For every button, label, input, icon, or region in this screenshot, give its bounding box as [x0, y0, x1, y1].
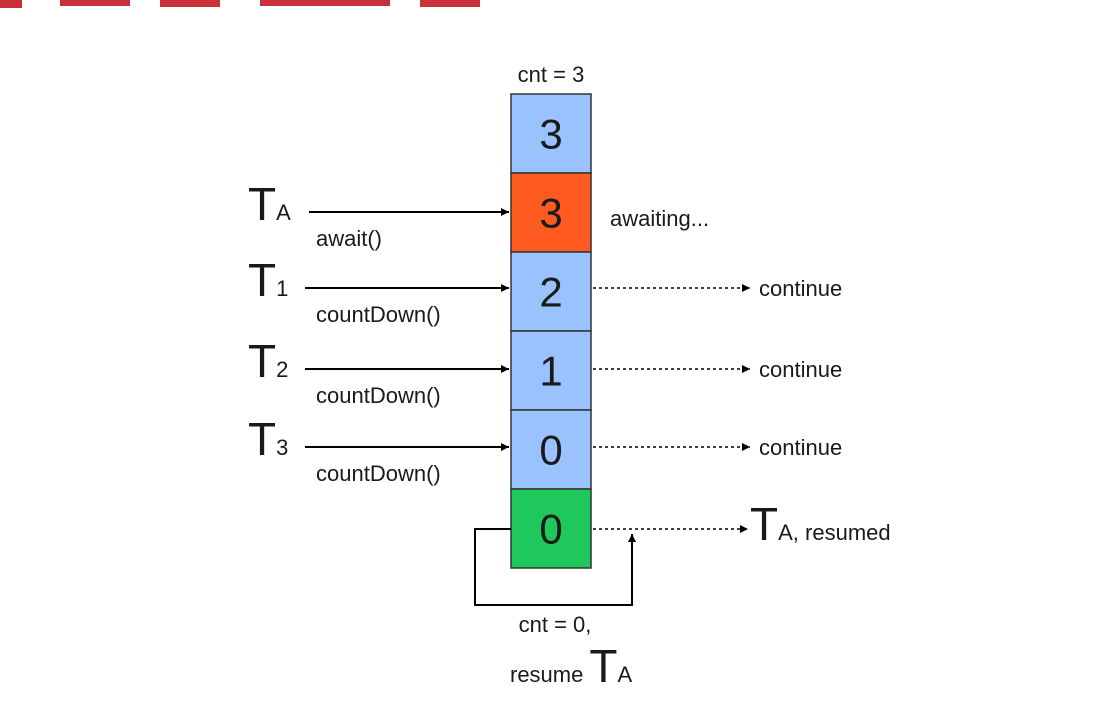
thread-label: T1: [248, 254, 288, 306]
thread-rows: TAawait()awaiting...T1countDown()continu…: [248, 178, 842, 486]
counter-cell: 0: [510, 488, 592, 569]
counter-cell: 1: [510, 330, 592, 411]
thread-label: T2: [248, 335, 288, 387]
thread-name: T: [248, 178, 276, 230]
thread-subscript: 3: [276, 435, 288, 460]
method-call-label: countDown(): [316, 461, 441, 486]
counter-cell: 3: [510, 172, 592, 253]
counter-cell-value: 1: [539, 348, 562, 395]
counter-cell: 0: [510, 409, 592, 490]
thread-name: T: [248, 413, 276, 465]
counter-cell-value: 2: [539, 269, 562, 316]
counter-cell-box: [510, 330, 592, 411]
method-call-label: countDown(): [316, 302, 441, 327]
continue-label: continue: [759, 276, 842, 301]
resume-loop-line: [474, 528, 636, 606]
resumed-thread-name: T: [750, 498, 778, 550]
method-call-label: await(): [316, 226, 382, 251]
counter-cell: 3: [510, 93, 592, 174]
thread-subscript: 2: [276, 357, 288, 382]
counter-cell-box: [510, 172, 592, 253]
continue-label: continue: [759, 357, 842, 382]
thread-subscript: 1: [276, 276, 288, 301]
loop-note-resume: resume: [510, 662, 583, 687]
loop-note-thread-name: T: [589, 640, 617, 692]
loop-note-line1: cnt = 0,: [519, 612, 592, 637]
thread-row: T3 countDown() continue: [248, 413, 842, 486]
thread-name: T: [248, 254, 276, 306]
counter-label: cnt = 3: [518, 62, 585, 87]
continue-label: continue: [759, 435, 842, 460]
thread-label: TA: [248, 178, 291, 230]
counter-cell: 2: [510, 251, 592, 332]
counter-cell-value: 0: [539, 427, 562, 474]
title-banner-fragment: [0, 0, 480, 8]
counter-cell-value: 3: [539, 190, 562, 237]
resumed-suffix: , resumed: [793, 520, 891, 545]
counter-stack: 3 3 2 1 0 0: [510, 93, 592, 569]
resumed-thread-sub: A: [778, 520, 793, 545]
thread-subscript: A: [276, 200, 291, 225]
resumed-thread-label: TA, resumed: [750, 498, 891, 550]
thread-name: T: [248, 335, 276, 387]
method-call-label: countDown(): [316, 383, 441, 408]
counter-cell-value: 0: [539, 506, 562, 553]
thread-row: T2 countDown() continue: [248, 335, 842, 408]
counter-cell-value: 3: [539, 111, 562, 158]
counter-cell-box: [510, 251, 592, 332]
loop-note-thread-sub: A: [617, 662, 632, 687]
thread-label: T3: [248, 413, 288, 465]
thread-row: TAawait()awaiting...: [248, 178, 709, 251]
thread-row: T1 countDown() continue: [248, 254, 842, 327]
counter-cell-box: [510, 93, 592, 174]
awaiting-label: awaiting...: [610, 206, 709, 231]
